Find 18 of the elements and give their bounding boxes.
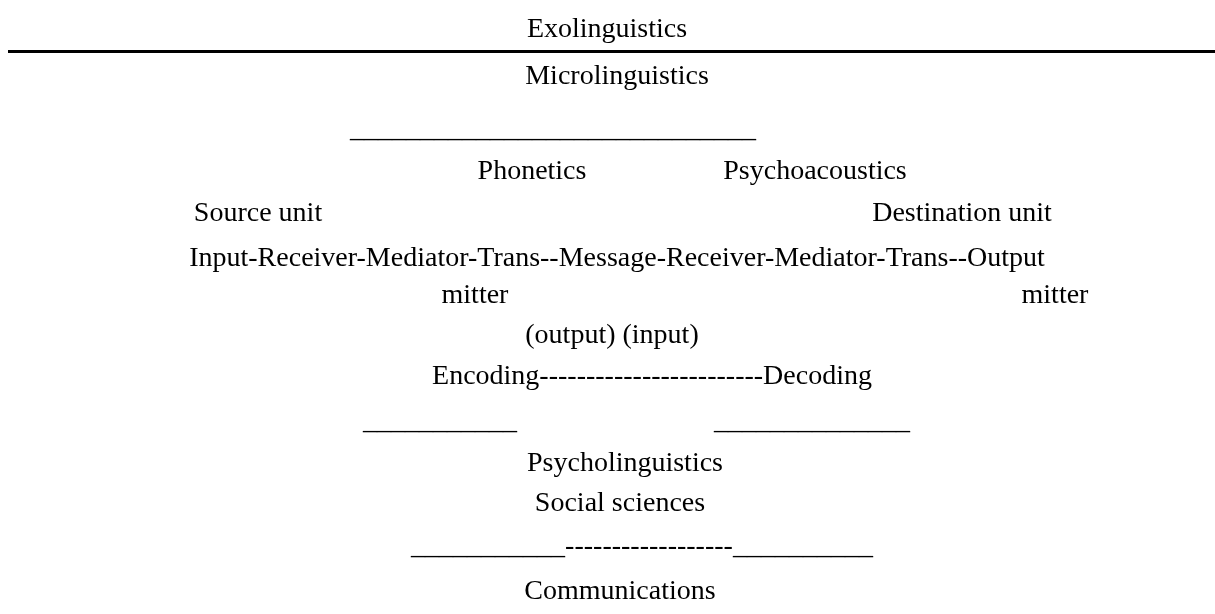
label-text: Source unit — [193, 195, 323, 229]
heading-text: Microlinguistics — [525, 58, 709, 92]
text-rule: ___________------------------__________ — [411, 528, 873, 562]
label-text: Phonetics — [477, 153, 587, 187]
label-text: Communications — [524, 573, 716, 607]
text-rule: ______________ — [714, 403, 910, 437]
text-rule: _____________________________ — [350, 111, 756, 145]
label-text: Social sciences — [534, 485, 706, 519]
heading-text: Exolinguistics — [526, 11, 688, 45]
label-text: mitter — [441, 277, 509, 311]
label-text: Psychoacoustics — [723, 153, 907, 187]
chain-text: Input-Receiver-Mediator-Trans--Message-Receiver-Mediator-Trans--Output — [189, 240, 1045, 274]
label-text: Psycholinguistics — [527, 445, 723, 479]
label-text: mitter — [1021, 277, 1089, 311]
text-rule: ___________ — [363, 403, 517, 437]
label-text: Destination unit — [872, 195, 1052, 229]
chain-text: Encoding------------------------Decoding — [432, 358, 872, 392]
label-text: (output) (input) — [525, 317, 699, 351]
